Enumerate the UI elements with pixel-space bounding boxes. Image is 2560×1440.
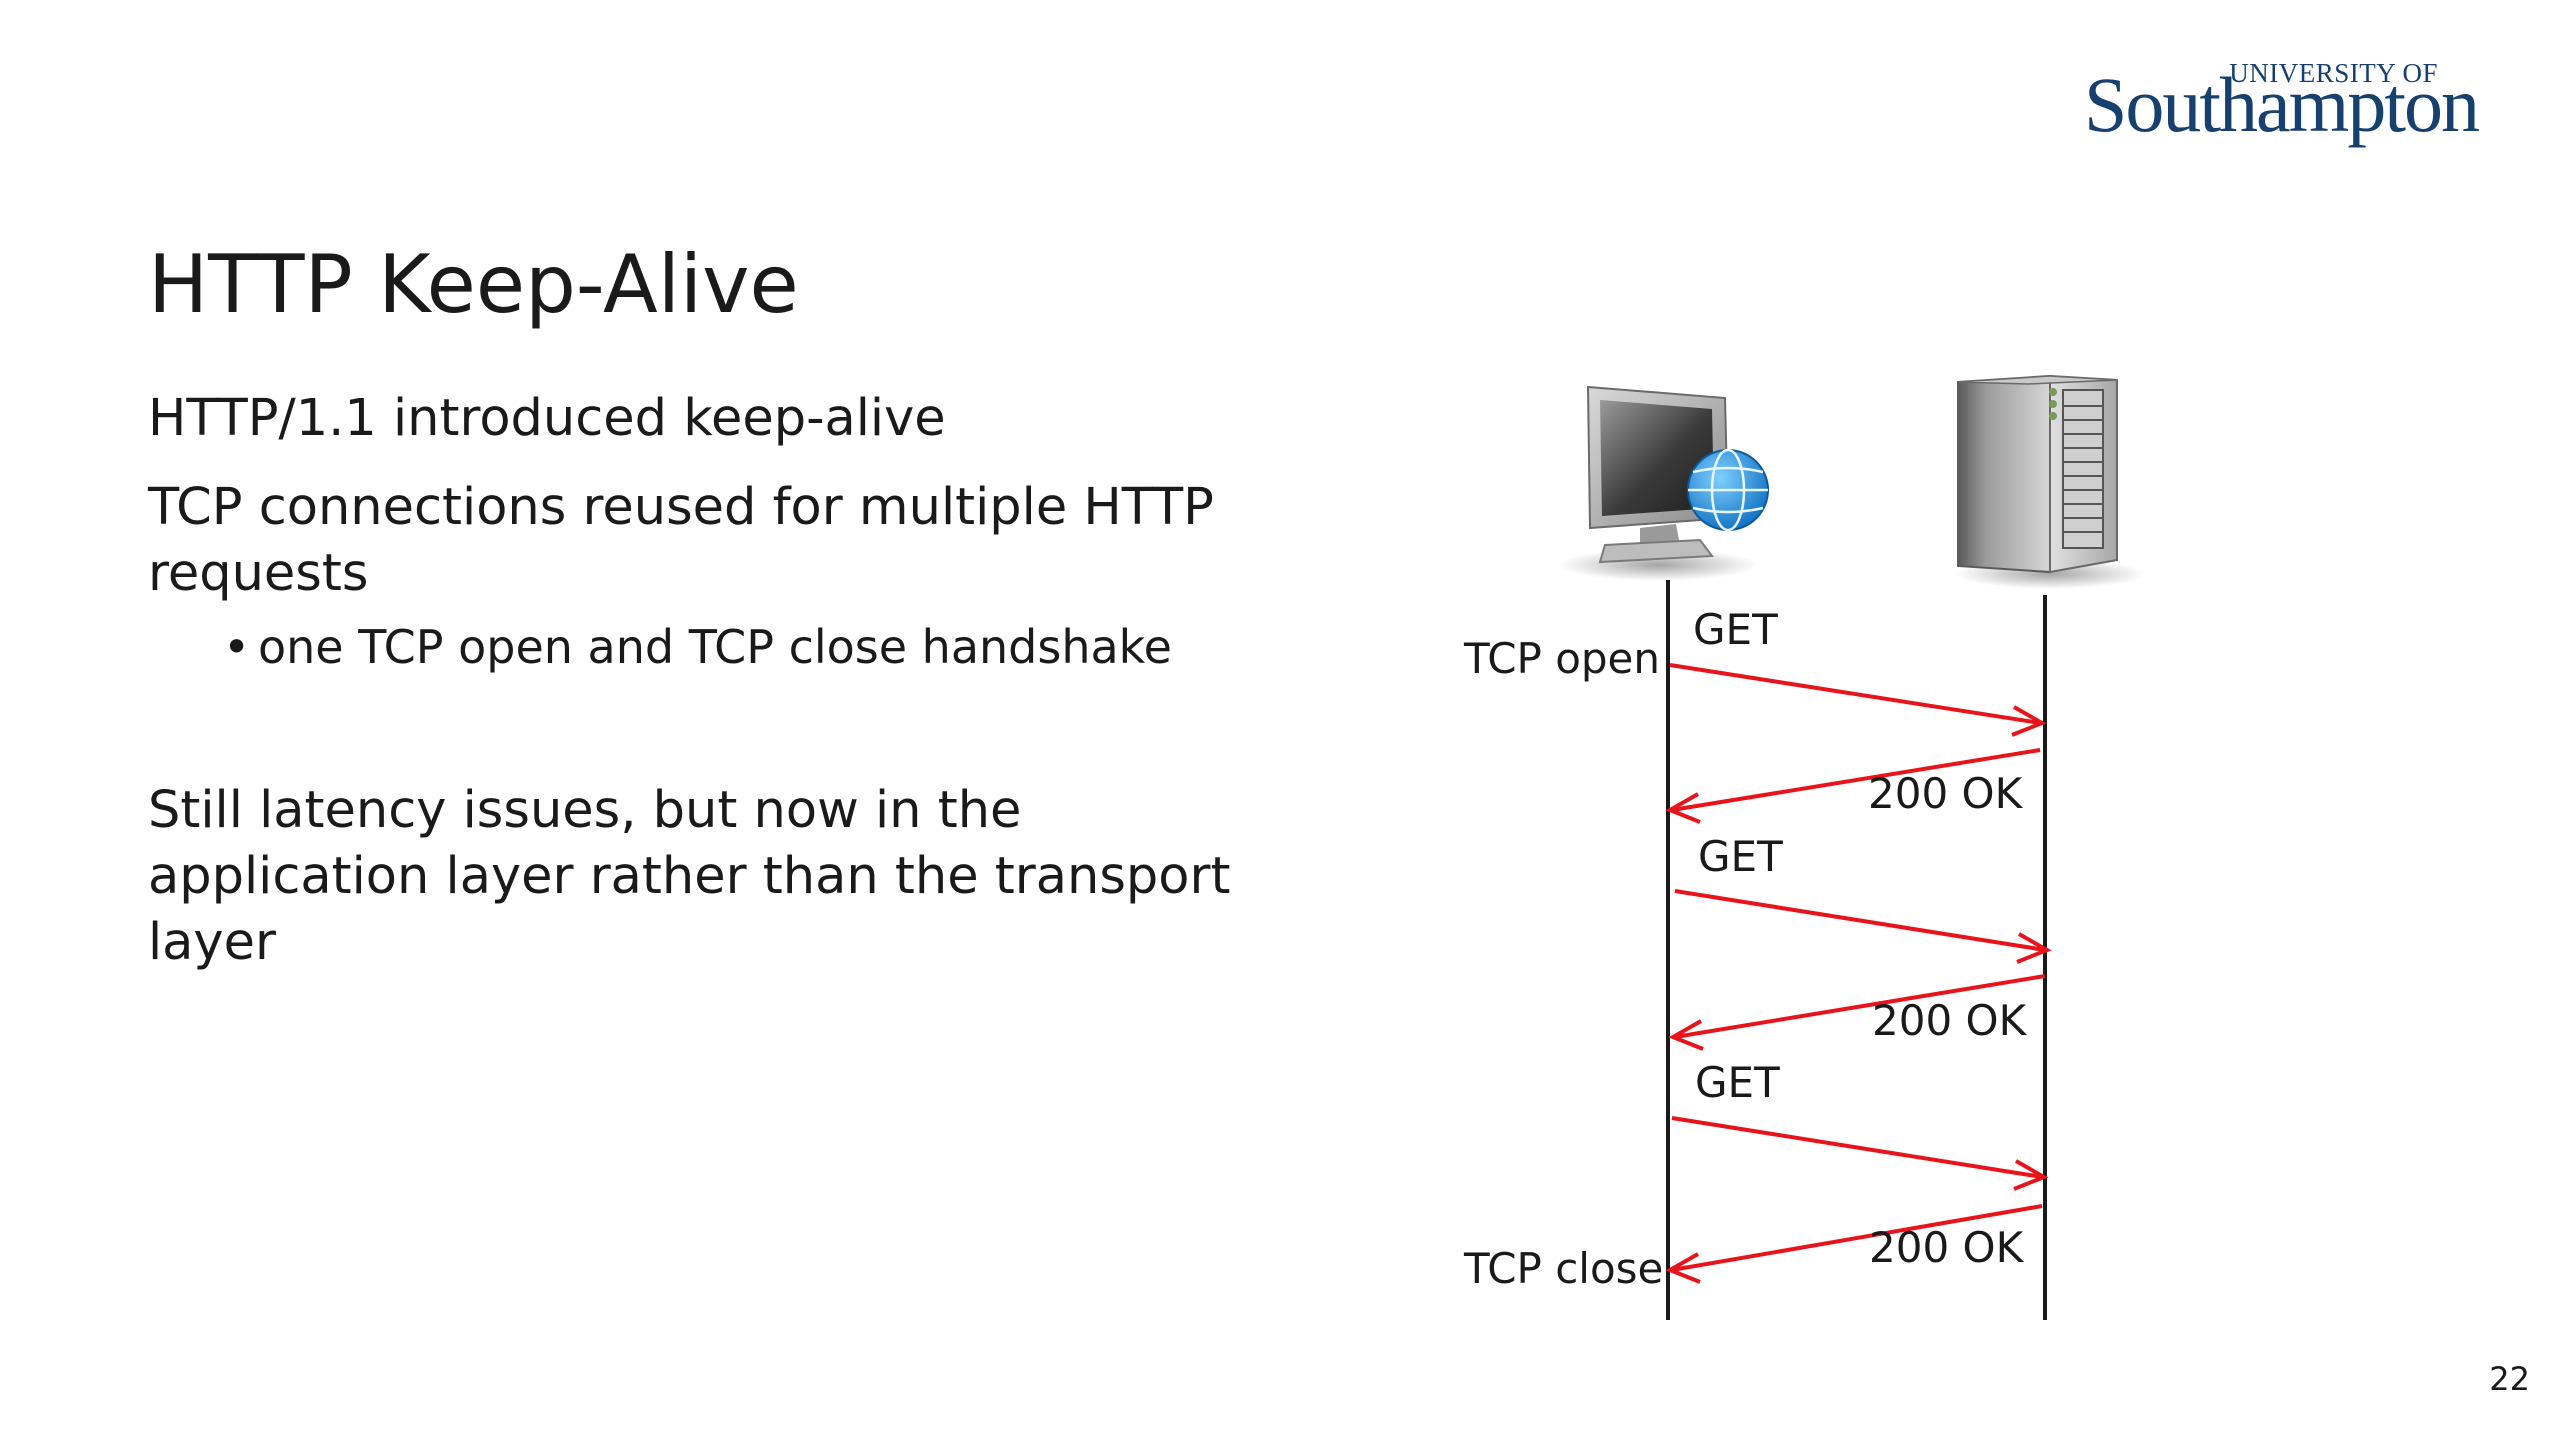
- body-point-keep-alive: HTTP/1.1 introduced keep-alive: [148, 389, 946, 448]
- message-4: 200 OK: [1668, 974, 2046, 1051]
- message-label: GET: [1695, 1058, 1780, 1107]
- tcp-close-label: TCP close: [1463, 1244, 1663, 1293]
- server-tower-icon: [1955, 374, 2145, 589]
- message-1: GET: [1669, 605, 2047, 737]
- message-label: GET: [1698, 832, 1783, 881]
- message-label: GET: [1693, 605, 1778, 654]
- message-label: 200 OK: [1869, 1223, 2025, 1272]
- tcp-open-label: TCP open: [1463, 634, 1660, 683]
- logo-university-of: UNIVERSITY OF: [2229, 58, 2438, 88]
- message-label: 200 OK: [1872, 996, 2028, 1045]
- bullet-dot: •: [223, 620, 251, 674]
- message-2: 200 OK: [1665, 748, 2041, 824]
- body-point-tcp-reuse: TCP connections reused for multiple HTTP…: [148, 478, 1214, 603]
- logo-southampton: Southampton: [2083, 61, 2480, 148]
- message-3: GET: [1674, 832, 2052, 964]
- page-number: 22: [2489, 1360, 2530, 1398]
- body-point-latency: Still latency issues, but now in the app…: [148, 781, 1231, 972]
- slide-title: HTTP Keep-Alive: [148, 238, 799, 331]
- university-logo: UNIVERSITY OF Southampton: [2078, 58, 2480, 148]
- sub-bullet-text: one TCP open and TCP close handshake: [258, 620, 1172, 674]
- message-5: GET: [1671, 1058, 2049, 1191]
- computer-with-globe-icon: [1558, 385, 1769, 581]
- sub-bullet: •one TCP open and TCP close handshake: [223, 620, 1172, 674]
- message-label: 200 OK: [1868, 769, 2024, 818]
- message-6: 200 OK: [1665, 1204, 2043, 1284]
